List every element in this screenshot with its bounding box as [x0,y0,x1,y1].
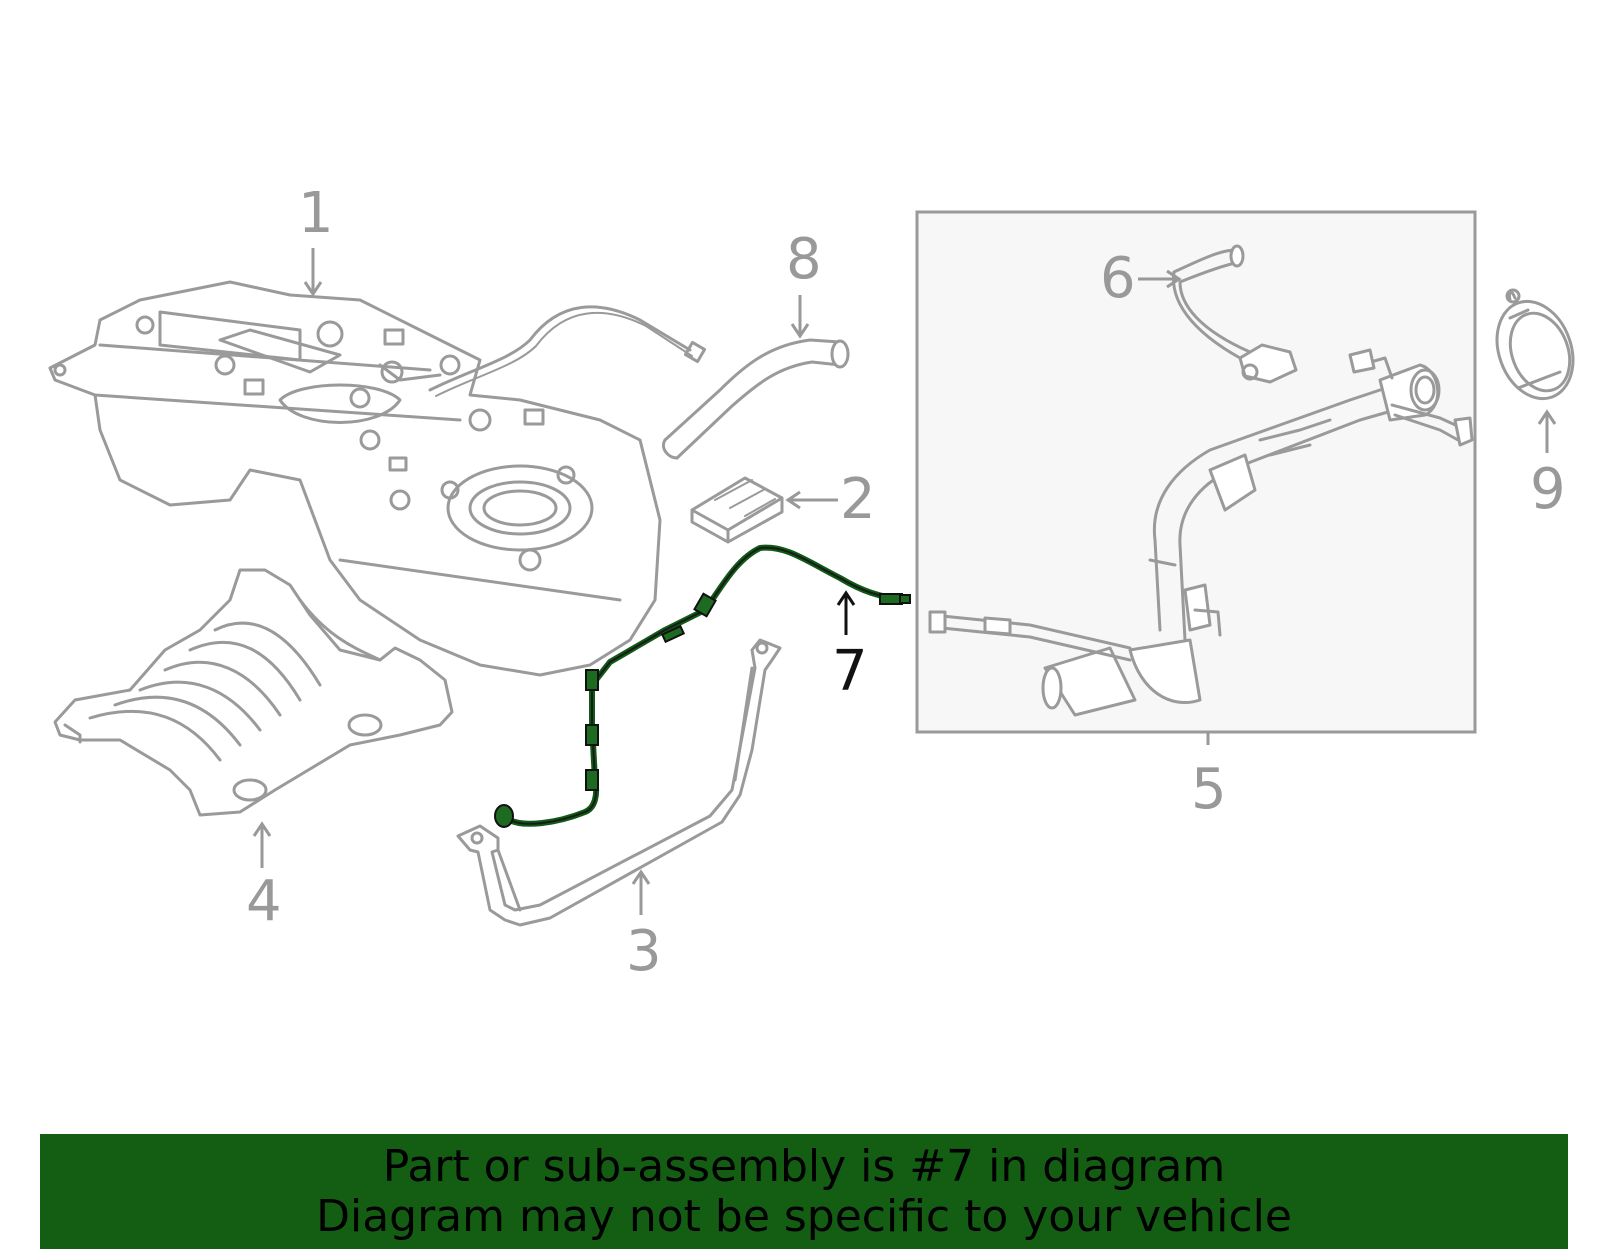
arrow-7 [836,590,856,606]
arrow-8 [790,323,810,339]
callout-2[interactable]: 2 [840,467,876,532]
info-banner: Part or sub-assembly is #7 in diagram Di… [40,1134,1568,1249]
arrow-3 [631,869,651,885]
arrow-9 [1537,409,1557,425]
assembly-box-5 [915,210,1477,734]
filler-hose-part-8[interactable] [662,338,850,460]
callout-6[interactable]: 6 [1100,246,1136,311]
callout-5[interactable]: 5 [1191,757,1227,822]
callout-1[interactable]: 1 [298,181,334,246]
arrow-2 [785,490,801,510]
callout-3[interactable]: 3 [626,919,662,984]
filler-neck-part-5[interactable] [928,348,1474,717]
arrow-6 [1166,269,1182,289]
arrow-1 [303,281,323,297]
pad-part-2[interactable] [690,476,784,544]
breather-tube-part-6[interactable] [1172,244,1298,384]
banner-line-disclaimer: Diagram may not be specific to your vehi… [316,1190,1292,1242]
vapor-hose-part-7[interactable] [494,544,911,828]
fuel-cap-part-9[interactable] [1484,288,1586,409]
callout-9[interactable]: 9 [1530,457,1566,522]
banner-line-part-info: Part or sub-assembly is #7 in diagram [382,1140,1226,1192]
callout-8[interactable]: 8 [786,227,822,292]
callout-4[interactable]: 4 [246,869,282,934]
fuel-tank-part-1[interactable] [48,280,707,677]
arrow-4 [252,821,272,837]
callout-7[interactable]: 7 [832,639,868,704]
heat-shield-part-4[interactable] [53,568,454,817]
tank-strap-part-3[interactable] [456,638,782,927]
